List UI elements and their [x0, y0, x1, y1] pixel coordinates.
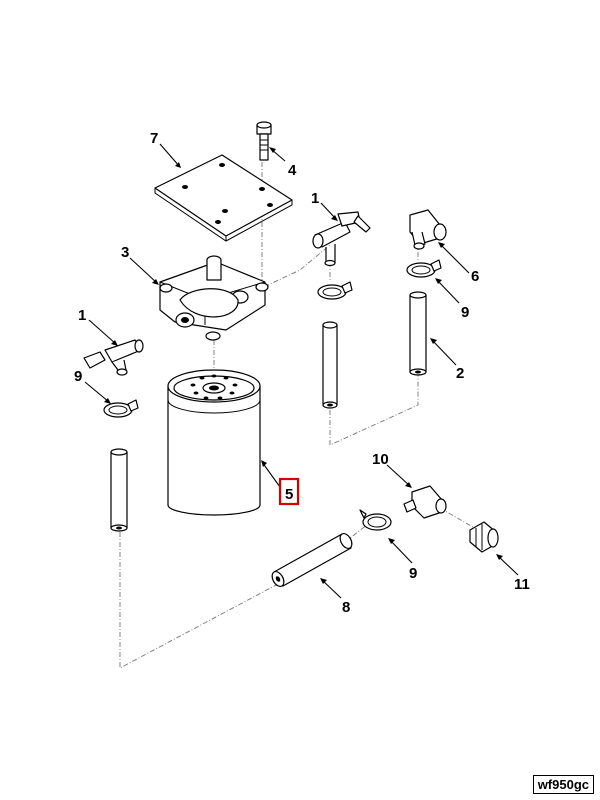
callout-10: 10 [372, 451, 389, 468]
part-4-bolt [256, 121, 272, 161]
callout-1-top: 1 [311, 190, 319, 207]
callout-4: 4 [288, 162, 297, 179]
part-9-clamp-upper-middle [317, 281, 353, 300]
part-8-hose [271, 532, 353, 588]
callout-9-lower: 9 [409, 565, 417, 582]
callout-1-left: 1 [78, 307, 86, 324]
part-11-connector [469, 521, 499, 553]
callout-9-upper: 9 [461, 304, 469, 321]
figure-id-label: wf950gc [532, 775, 594, 794]
part-7-cover-plate [154, 154, 293, 242]
callout-6: 6 [471, 268, 479, 285]
hose-middle [322, 321, 338, 409]
callout-7: 7 [150, 130, 158, 147]
part-5-filter-element [167, 369, 261, 516]
callout-3: 3 [121, 244, 129, 261]
leader-lines [84, 143, 519, 599]
part-6-elbow-fitting [409, 209, 447, 250]
callout-5-highlight-box [278, 477, 300, 506]
part-1-drain-valve-left [83, 339, 144, 376]
part-9-clamp-left [103, 399, 139, 418]
callout-9-left: 9 [74, 368, 82, 385]
hose-left [110, 448, 128, 532]
part-1-valve-top [312, 211, 371, 267]
callout-8: 8 [342, 599, 350, 616]
callout-2: 2 [456, 365, 464, 382]
part-2-hose [409, 291, 427, 376]
part-9-clamp-upper-right [406, 259, 442, 278]
callouts: 7 4 1 3 6 9 1 2 9 10 5 9 11 8 [74, 130, 530, 616]
part-9-clamp-lower [359, 509, 392, 531]
part-3-filter-head [159, 255, 269, 341]
callout-5: 5 [285, 486, 293, 503]
part-10-elbow-fitting [403, 485, 447, 519]
callout-11: 11 [514, 576, 530, 593]
